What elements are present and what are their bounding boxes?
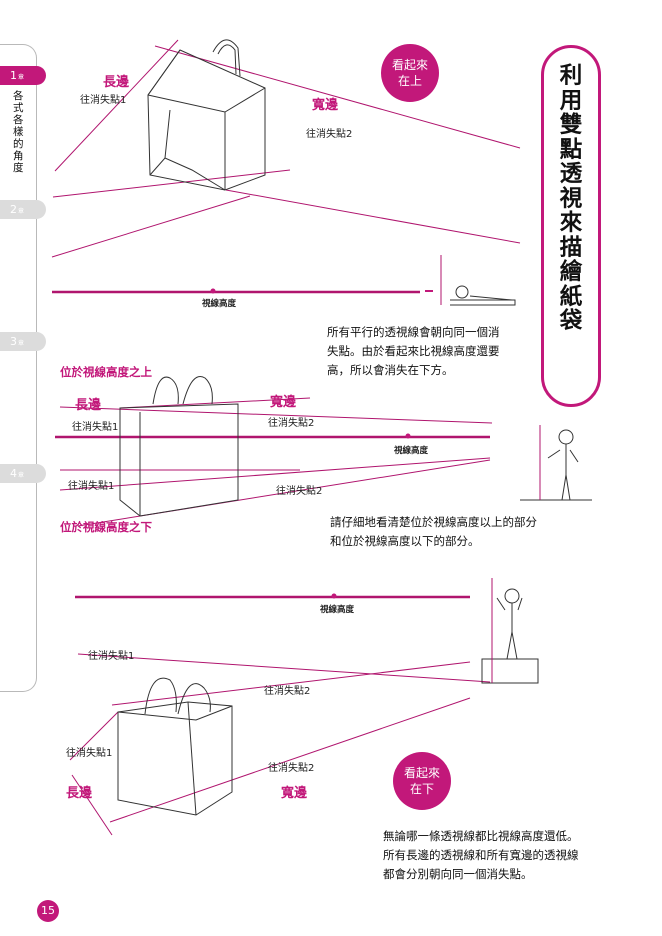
text-line: 請仔細地看清楚位於視線高度以上的部分 [330,515,537,529]
fig1-vp1-line [52,169,291,198]
page-title-box: 利用雙點透視來描繪紙袋 [541,45,601,407]
explanation-text-3: 無論哪一條透視線都比視線高度還低。 所有長邊的透視線和所有寬邊的透視線 都會分別… [383,827,579,884]
text-line: 所有長邊的透視線和所有寬邊的透視線 [383,848,579,862]
fig3-vp2-line [109,697,471,823]
chapter-tab-4[interactable]: 4章 [0,464,46,483]
eye-level-label: 視線高度 [394,446,429,456]
title-char: 繪 [559,259,583,285]
fig2-viewer [520,425,592,501]
fig2-lower-line [59,457,491,491]
explanation-text-1: 所有平行的透視線會朝向同一個消 失點。由於看起來比視線高度還要 高，所以會消失在… [327,323,500,380]
text-line: 和位於視線高度以下的部分。 [330,534,480,548]
fig3-vp2-line [111,661,471,706]
chapter-tab-number: 4 [10,467,17,480]
chapter-title-vertical: 各式各樣的角度 [13,90,25,174]
fig1-vp2-line [225,189,521,244]
title-char: 利 [559,63,583,89]
fig3-vp1-line [77,653,491,683]
page-number: 15 [37,900,59,922]
eye-markers [210,288,411,599]
eye-level-label: 視線高度 [202,299,237,309]
chapter-tab-number: 2 [10,203,17,216]
vp2-label: 往消失點2 [268,763,315,774]
vp1-label: 往消失點1 [80,95,127,106]
chapter-tab-2[interactable]: 2章 [0,200,46,219]
fig3-vp1-line [71,774,113,836]
title-char: 描 [559,234,583,261]
fig3-viewer [481,578,539,684]
title-char: 雙 [559,112,583,138]
eye-level-label: 視線高度 [320,605,355,615]
chapter-tab-1[interactable]: 1章 [0,66,46,85]
badge-line-2: 在下 [409,782,434,796]
chapter-tab-suffix: 章 [18,208,25,215]
chapter-tab-number: 1 [10,69,17,82]
vp1-label: 往消失點1 [66,748,113,759]
fig3-bag [117,677,233,816]
below-badge: 看起來 在下 [393,752,451,810]
wide-side-label: 寬邊 [270,395,297,410]
chapter-sidebar [0,44,37,692]
title-char: 來 [559,210,583,236]
fig1-bag [147,39,266,191]
chapter-tab-number: 3 [10,335,17,348]
title-char: 袋 [559,308,583,334]
fig2-upper-line [59,406,493,424]
badge-line-1: 看起來 [391,58,428,72]
long-side-label: 長邊 [75,398,102,413]
above-badge: 看起來 在上 [381,44,439,102]
vp1-label: 往消失點1 [72,422,119,433]
page-title: 利用雙點透視來描繪紙袋 [544,64,598,334]
vp1-label: 往消失點1 [88,651,135,662]
vp1-label: 往消失點1 [68,481,115,492]
fig1-vp1-line [54,39,179,172]
text-line: 無論哪一條透視線都比視線高度還低。 [383,829,579,843]
text-line: 失點。由於看起來比視線高度還要 [327,344,500,358]
title-char: 紙 [559,283,583,310]
vp2-label: 往消失點2 [268,418,315,429]
text-line: 都會分別朝向同一個消失點。 [383,867,533,881]
fig3-vp1-line [69,711,119,761]
fig1-vp2-line [154,45,521,149]
chapter-tab-suffix: 章 [18,472,25,479]
below-eye-level-label: 位於視線高度之下 [60,520,152,534]
chapter-tab-suffix: 章 [18,340,25,347]
fig1-viewer [440,255,516,306]
vp2-label: 往消失點2 [306,129,353,140]
wide-side-label: 寬邊 [312,98,339,113]
fig2-upper-line [119,397,311,409]
fig2-bag [119,376,239,517]
title-char: 透 [559,161,583,187]
above-eye-level-label: 位於視線高度之上 [60,365,152,379]
badge-line-2: 在上 [397,74,422,88]
long-side-label: 長邊 [66,786,93,801]
chapter-tab-suffix: 章 [18,74,25,81]
long-side-label: 長邊 [103,75,130,90]
title-char: 用 [559,87,583,114]
title-char: 點 [559,136,583,163]
vp2-label: 往消失點2 [264,686,311,697]
title-char: 視 [559,185,583,212]
text-line: 高，所以會消失在下方。 [327,363,454,377]
wide-side-label: 寬邊 [281,786,308,801]
explanation-text-2: 請仔細地看清楚位於視線高度以上的部分 和位於視線高度以下的部分。 [330,513,537,551]
badge-line-1: 看起來 [403,766,440,780]
fig1-vp1-line [51,195,251,258]
vp2-label: 往消失點2 [276,486,323,497]
text-line: 所有平行的透視線會朝向同一個消 [327,325,500,339]
chapter-tab-3[interactable]: 3章 [0,332,46,351]
